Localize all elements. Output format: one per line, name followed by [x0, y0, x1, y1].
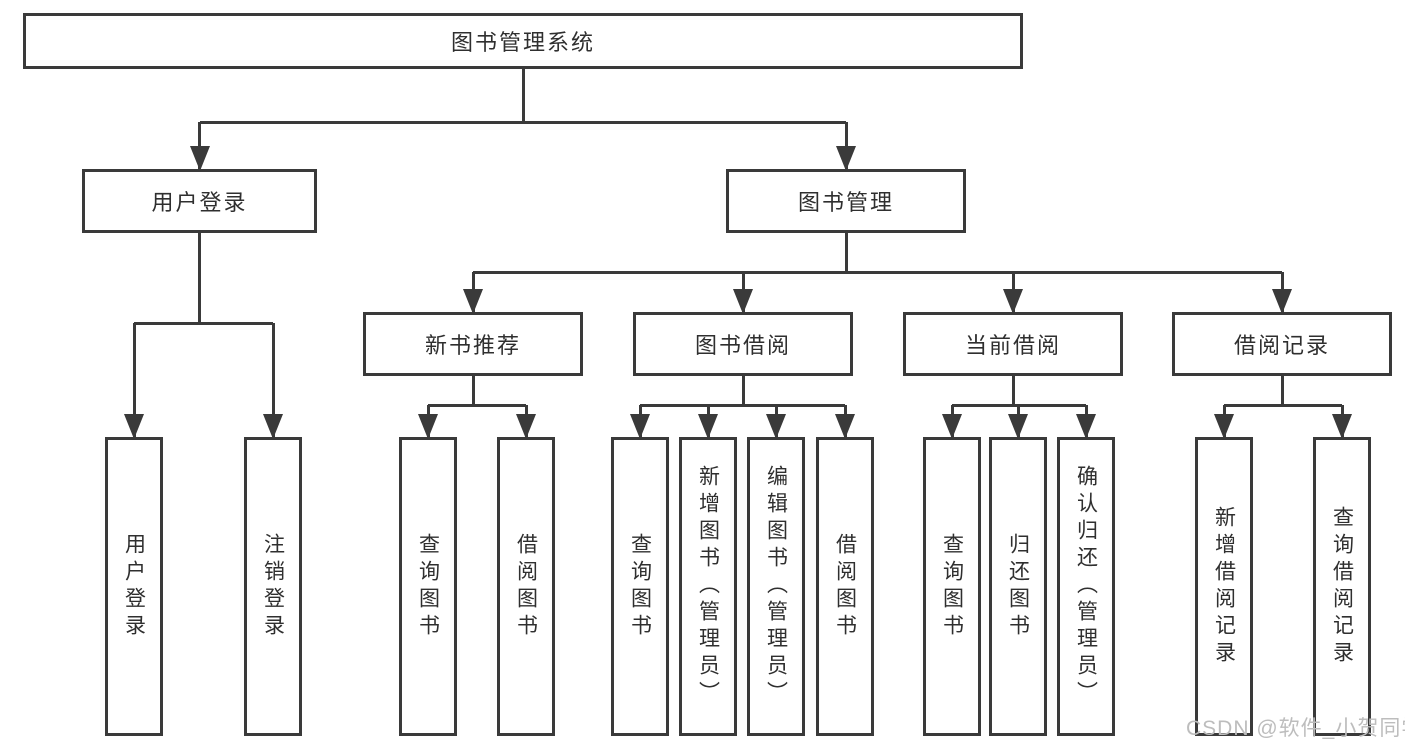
cb-query-books-label: 查询图书 — [940, 532, 964, 641]
library-management-system: 图书管理系统 — [23, 13, 1023, 69]
arrow-down-icon — [124, 414, 144, 439]
borrowing-records-label: 借阅记录 — [1233, 333, 1330, 358]
br-query-borrow-record-label: 查询借阅记录 — [1330, 505, 1354, 668]
connector-line — [1280, 376, 1284, 405]
connector-line — [198, 122, 201, 169]
arrow-down-icon — [1076, 414, 1096, 439]
arrow-down-icon — [1272, 289, 1292, 314]
connector-line — [1011, 376, 1015, 405]
arrow-down-icon — [516, 414, 536, 439]
user-login-action: 用户登录 — [105, 437, 163, 736]
arrow-down-icon — [630, 414, 650, 439]
nbr-borrow-books: 借阅图书 — [497, 437, 555, 736]
new-book-recommendation: 新书推荐 — [363, 312, 583, 376]
connector-line — [521, 69, 525, 122]
book-borrowing-label: 图书借阅 — [694, 333, 791, 358]
arrow-down-icon — [1008, 414, 1028, 439]
csdn-watermark: CSDN @软件_小贺同学 — [1186, 717, 1405, 740]
connector-line — [640, 403, 845, 407]
arrow-down-icon — [698, 414, 718, 439]
nbr-query-books-label: 查询图书 — [416, 532, 440, 641]
cb-return-books-label: 归还图书 — [1006, 532, 1030, 641]
arrow-down-icon — [1332, 414, 1352, 439]
connector-line — [1224, 403, 1342, 407]
current-borrowing: 当前借阅 — [903, 312, 1123, 376]
borrowing-records: 借阅记录 — [1172, 312, 1392, 376]
cb-return-books: 归还图书 — [989, 437, 1047, 736]
new-book-recommendation-label: 新书推荐 — [424, 333, 521, 358]
connector-line — [741, 376, 745, 405]
arrow-down-icon — [418, 414, 438, 439]
br-query-borrow-record: 查询借阅记录 — [1313, 437, 1371, 736]
arrow-down-icon — [189, 146, 210, 171]
connector-line — [473, 270, 1282, 274]
arrow-down-icon — [942, 414, 962, 439]
arrow-down-icon — [263, 414, 283, 439]
bb-edit-books-admin-label: 编辑图书（管理员） — [764, 465, 788, 708]
arrow-down-icon — [766, 414, 786, 439]
cb-confirm-return-admin: 确认归还（管理员） — [1057, 437, 1115, 736]
connector-line — [199, 120, 846, 124]
arrow-down-icon — [836, 146, 856, 171]
connector-line — [428, 403, 526, 407]
current-borrowing-label: 当前借阅 — [964, 333, 1061, 358]
connector-line — [844, 233, 848, 272]
arrow-down-icon — [463, 289, 483, 314]
bb-add-books-admin-label: 新增图书（管理员） — [696, 465, 720, 708]
book-borrowing: 图书借阅 — [633, 312, 853, 376]
bb-add-books-admin: 新增图书（管理员） — [679, 437, 737, 736]
connector-line — [271, 323, 275, 437]
arrow-down-icon — [835, 414, 855, 439]
logout-action: 注销登录 — [244, 437, 302, 736]
connector-line — [132, 323, 136, 437]
cb-confirm-return-admin-label: 确认归还（管理员） — [1074, 465, 1098, 708]
bb-borrow-books: 借阅图书 — [816, 437, 874, 736]
user-login: 用户登录 — [82, 169, 317, 233]
bb-borrow-books-label: 借阅图书 — [833, 532, 857, 641]
connector-line — [134, 321, 273, 325]
book-management: 图书管理 — [726, 169, 966, 233]
library-management-system-label: 图书管理系统 — [450, 30, 595, 55]
nbr-borrow-books-label: 借阅图书 — [514, 532, 538, 641]
cb-query-books: 查询图书 — [923, 437, 981, 736]
bb-query-books: 查询图书 — [611, 437, 669, 736]
user-login-label: 用户登录 — [151, 190, 248, 215]
arrow-down-icon — [1003, 289, 1023, 314]
br-add-borrow-record-label: 新增借阅记录 — [1212, 505, 1236, 668]
bb-query-books-label: 查询图书 — [628, 532, 652, 641]
connector-line — [844, 122, 848, 169]
connector-line — [198, 233, 201, 323]
arrow-down-icon — [733, 289, 753, 314]
nbr-query-books: 查询图书 — [399, 437, 457, 736]
logout-action-label: 注销登录 — [261, 532, 285, 641]
bb-edit-books-admin: 编辑图书（管理员） — [747, 437, 805, 736]
br-add-borrow-record: 新增借阅记录 — [1195, 437, 1253, 736]
connector-line — [471, 376, 475, 405]
book-management-label: 图书管理 — [797, 190, 894, 215]
arrow-down-icon — [1214, 414, 1234, 439]
user-login-action-label: 用户登录 — [122, 532, 146, 641]
